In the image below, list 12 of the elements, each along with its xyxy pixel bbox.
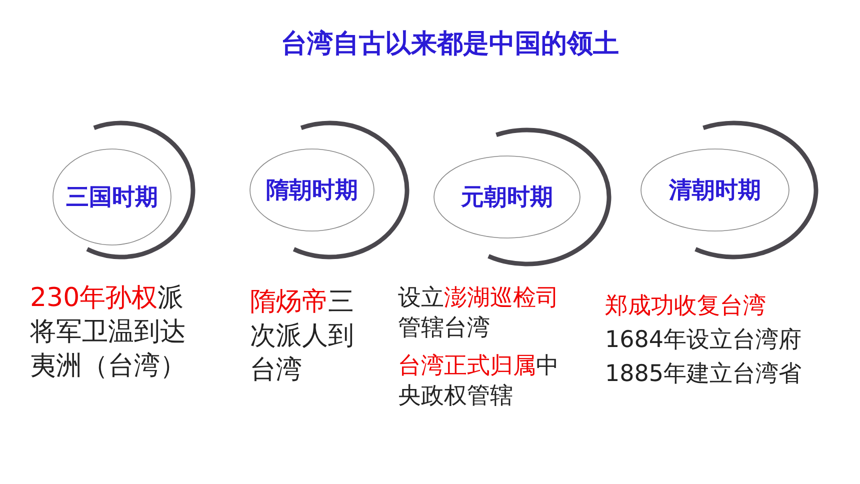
event-text: 1684年设立台湾府: [605, 326, 803, 355]
event-text: 郑成功收复台湾: [605, 292, 767, 321]
event-text: 1885年建立台湾省: [605, 360, 803, 389]
period-label: 清朝时期: [669, 176, 761, 206]
event-text: 台湾正式归属中央政权管辖: [398, 352, 560, 411]
period-label: 隋朝时期: [266, 176, 358, 206]
period-label: 元朝时期: [461, 184, 553, 212]
event-text: 隋炀帝三次派人到台湾: [250, 286, 355, 387]
event-text: 230年孙权派将军卫温到达夷洲（台湾）: [30, 282, 187, 383]
event-text: 设立澎湖巡检司管辖台湾: [398, 284, 560, 343]
period-label: 三国时期: [66, 184, 158, 212]
title: 台湾自古以来都是中国的领土: [280, 28, 620, 61]
